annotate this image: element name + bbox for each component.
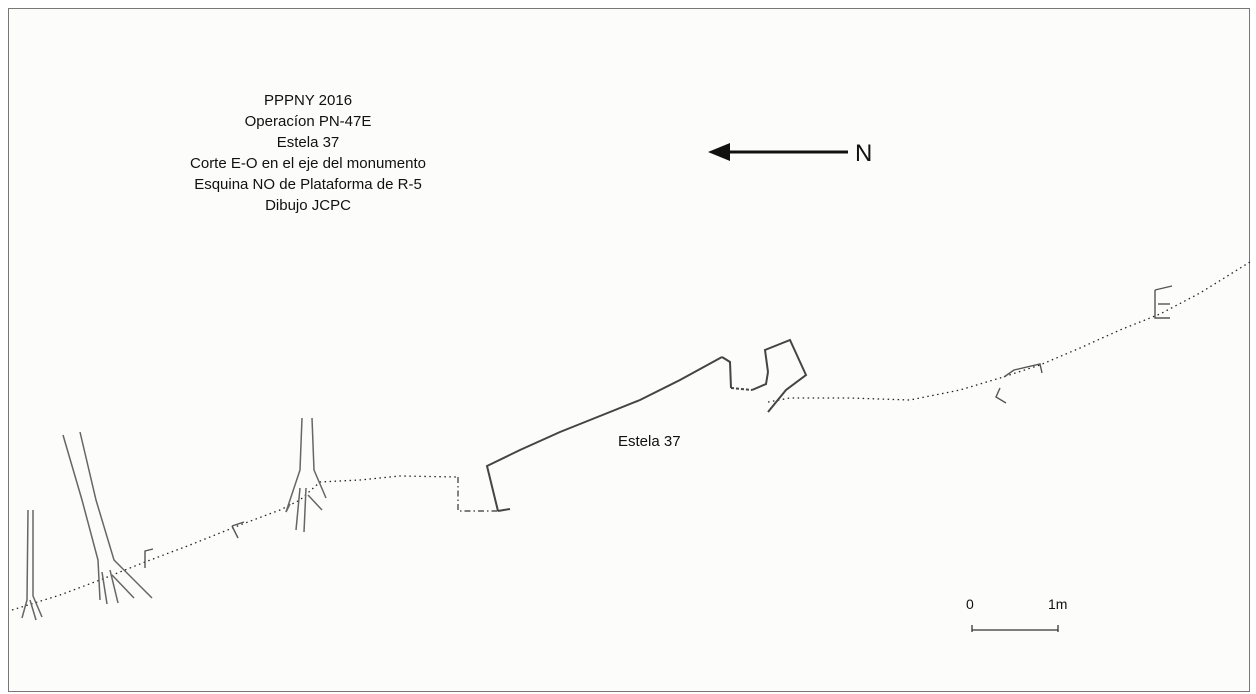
title-line-location: Esquina NO de Plataforma de R-5 [194, 176, 422, 193]
tree-roots [21, 417, 327, 621]
title-block: PPPNY 2016 Operacíon PN-47E Estela 37 Co… [148, 90, 468, 216]
scale-bar [971, 625, 1059, 632]
north-arrow-icon [708, 143, 848, 161]
drawing-frame [8, 8, 1250, 692]
title-line-operation: Operacíon PN-47E [244, 113, 372, 130]
title-line-monument: Estela 37 [276, 134, 340, 151]
ground-surface-line-right [767, 261, 1251, 403]
title-line-project: PPPNY 2016 [263, 92, 353, 109]
scale-start-label: 0 [966, 596, 974, 612]
north-label: N [855, 140, 873, 167]
stela-37-outline [485, 338, 808, 512]
title-line-author: Dibujo JCPC [265, 197, 351, 214]
wall-stone-fragments [144, 285, 1173, 568]
title-line-section: Corte E-O en el eje del monumento [190, 155, 426, 172]
ground-surface-line-left [11, 475, 459, 611]
scale-end-label: 1m [1048, 596, 1068, 612]
stela-label: Estela 37 [618, 433, 681, 450]
